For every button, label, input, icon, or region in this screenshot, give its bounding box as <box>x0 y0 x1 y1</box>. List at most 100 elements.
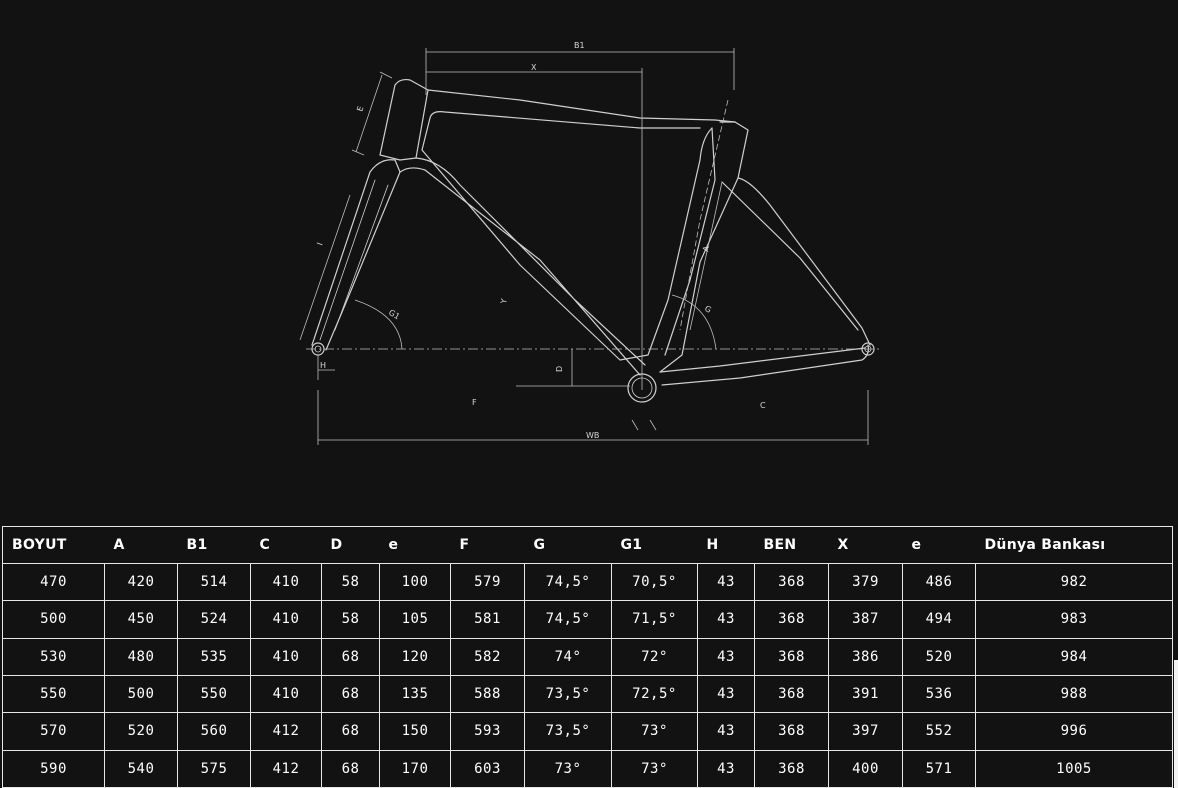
table-cell: 494 <box>902 600 976 639</box>
table-cell: 988 <box>975 674 1173 714</box>
table-cell: 412 <box>250 749 322 788</box>
table-cell: 520 <box>902 637 976 676</box>
frame-geometry-diagram: B1 X E I G1 Y A G D H F C WB <box>299 41 880 445</box>
table-cell: 560 <box>177 712 251 751</box>
table-cell: 71,5° <box>611 600 698 639</box>
table-cell: 536 <box>902 674 976 714</box>
table-cell: 58 <box>321 600 380 639</box>
column-header: G <box>524 526 612 564</box>
column-header: BOYUT <box>2 526 105 564</box>
table-cell: 397 <box>828 712 903 751</box>
table-cell: 73° <box>611 749 698 788</box>
table-cell: 68 <box>321 637 380 676</box>
table-cell: 480 <box>104 637 178 676</box>
table-cell: 386 <box>828 637 903 676</box>
table-cell: 535 <box>177 637 251 676</box>
angle-g <box>671 294 717 350</box>
column-header: e <box>902 526 976 564</box>
column-header: G1 <box>611 526 698 564</box>
table-cell: 379 <box>828 562 903 602</box>
column-header: B1 <box>177 526 251 564</box>
table-cell: 520 <box>104 712 178 751</box>
angle-g1 <box>354 299 403 350</box>
column-header: F <box>450 526 525 564</box>
table-cell: 570 <box>2 712 105 751</box>
table-cell: 70,5° <box>611 562 698 602</box>
table-cell: 368 <box>754 600 829 639</box>
table-cell: 400 <box>828 749 903 788</box>
down-tube <box>399 157 646 376</box>
table-cell: 590 <box>2 749 105 788</box>
table-cell: 410 <box>250 600 322 639</box>
table-cell: 43 <box>697 674 755 714</box>
label-i: I <box>315 241 324 246</box>
table-cell: 73,5° <box>524 712 612 751</box>
dimension-d <box>516 349 630 387</box>
dimension-wb <box>317 390 869 445</box>
table-cell: 43 <box>697 600 755 639</box>
label-c: C <box>760 401 766 410</box>
column-header: D <box>321 526 380 564</box>
label-e: E <box>355 105 365 113</box>
table-cell: 412 <box>250 712 322 751</box>
table-cell: 524 <box>177 600 251 639</box>
table-cell: 500 <box>2 600 105 639</box>
label-h: H <box>320 361 326 370</box>
table-cell: 73° <box>611 712 698 751</box>
table-cell: 552 <box>902 712 976 751</box>
seat-tube-axis <box>679 99 729 331</box>
table-cell: 410 <box>250 562 322 602</box>
table-cell: 575 <box>177 749 251 788</box>
table-cell: 579 <box>450 562 525 602</box>
table-cell: 43 <box>697 637 755 676</box>
table-cell: 73,5° <box>524 674 612 714</box>
table-cell: 368 <box>754 749 829 788</box>
table-cell: 170 <box>379 749 451 788</box>
table-cell: 368 <box>754 562 829 602</box>
table-cell: 530 <box>2 637 105 676</box>
table-cell: 581 <box>450 600 525 639</box>
table-cell: 74,5° <box>524 600 612 639</box>
table-cell: 982 <box>975 562 1173 602</box>
table-cell: 410 <box>250 637 322 676</box>
table-cell: 387 <box>828 600 903 639</box>
table-cell: 72,5° <box>611 674 698 714</box>
table-cell: 72° <box>611 637 698 676</box>
column-header: A <box>104 526 178 564</box>
table-cell: 74,5° <box>524 562 612 602</box>
table-cell: 368 <box>754 674 829 714</box>
table-cell: 1005 <box>975 749 1173 788</box>
label-y: Y <box>499 298 509 305</box>
column-header: H <box>697 526 755 564</box>
table-cell: 43 <box>697 712 755 751</box>
label-g: G <box>703 304 713 315</box>
label-x: X <box>531 63 537 72</box>
table-cell: 100 <box>379 562 451 602</box>
table-cell: 135 <box>379 674 451 714</box>
column-header: C <box>250 526 322 564</box>
fork-outline <box>311 159 401 351</box>
table-cell: 996 <box>975 712 1173 751</box>
label-f: F <box>472 398 477 407</box>
table-cell: 105 <box>379 600 451 639</box>
table-cell: 470 <box>2 562 105 602</box>
table-cell: 43 <box>697 562 755 602</box>
table-cell: 120 <box>379 637 451 676</box>
dimension-b1 <box>425 48 735 95</box>
top-tube <box>427 89 736 123</box>
table-cell: 68 <box>321 674 380 714</box>
side-edge-mark <box>1174 660 1178 788</box>
column-header: X <box>828 526 903 564</box>
label-a: A <box>701 245 711 253</box>
table-cell: 420 <box>104 562 178 602</box>
table-cell: 984 <box>975 637 1173 676</box>
column-header: Dünya Bankası <box>975 526 1173 564</box>
